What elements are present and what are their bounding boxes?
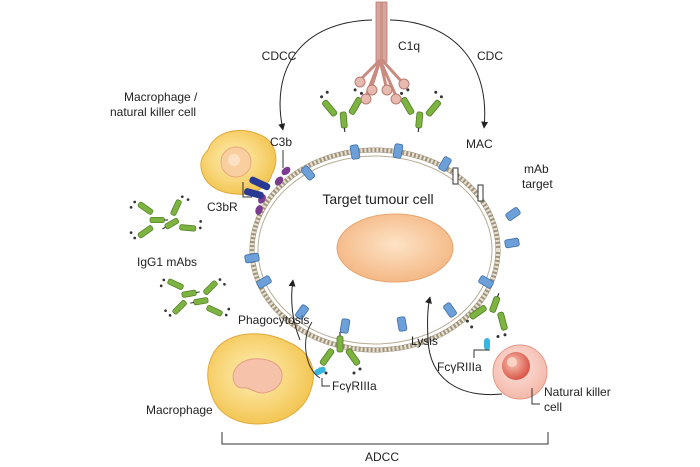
free-antibody bbox=[129, 200, 169, 240]
label-c3br: C3bR bbox=[207, 200, 238, 214]
label-nk-cell-2: cell bbox=[544, 400, 562, 414]
label-phagocytosis: Phagocytosis bbox=[238, 313, 309, 327]
antibody-bound bbox=[396, 87, 444, 135]
label-mac: MAC bbox=[466, 137, 493, 151]
label-fcyriiia-left: FcγRIIIa bbox=[332, 379, 377, 393]
label-nk-cell: Natural killer bbox=[544, 385, 611, 399]
label-adcc: ADCC bbox=[365, 450, 399, 464]
cdc-arrow bbox=[389, 19, 489, 129]
label-fcyriiia-right: FcγRIIIa bbox=[437, 360, 482, 374]
label-mab-target: mAb bbox=[524, 162, 549, 176]
label-cdcc: CDCC bbox=[262, 49, 297, 63]
fcr-left bbox=[314, 366, 326, 376]
fcyr-right-leader bbox=[473, 349, 490, 358]
mac-pore bbox=[452, 167, 484, 202]
tumour-nucleus bbox=[336, 213, 454, 283]
antigen-marker bbox=[504, 237, 520, 249]
label-c1q: C1q bbox=[398, 39, 420, 53]
fcyr-left-leader bbox=[321, 378, 330, 387]
fcr-right bbox=[484, 338, 490, 350]
label-mab-target-2: target bbox=[522, 177, 553, 191]
c3br-leader bbox=[242, 182, 252, 198]
adcc-bracket bbox=[221, 432, 549, 445]
label-c3b: C3b bbox=[270, 135, 292, 149]
label-cdc: CDC bbox=[477, 49, 503, 63]
cdcc-arrow bbox=[278, 19, 373, 131]
label-target-cell: Target tumour cell bbox=[322, 191, 433, 207]
cell-membrane-inner bbox=[257, 155, 493, 345]
free-antibody bbox=[186, 276, 232, 323]
free-antibody bbox=[158, 272, 204, 319]
cell-membrane-pattern bbox=[250, 148, 500, 352]
antigen-marker bbox=[504, 206, 522, 222]
nk-cell bbox=[492, 344, 548, 400]
label-igg1: IgG1 mAbs bbox=[137, 255, 197, 269]
phagocytosis-arrow bbox=[288, 279, 301, 341]
label-macrophage: Macrophage bbox=[146, 403, 213, 417]
c3b-molecules bbox=[255, 166, 291, 215]
label-macrophage-nk-2: natural killer cell bbox=[110, 105, 196, 119]
c3b-receptor bbox=[243, 176, 271, 199]
antibody-bound bbox=[319, 87, 367, 135]
macrophage-cell bbox=[207, 333, 314, 425]
phago-line bbox=[305, 321, 321, 379]
label-lysis: Lysis bbox=[411, 334, 438, 348]
nk-leader bbox=[531, 388, 540, 405]
lysis-arrow bbox=[425, 296, 503, 396]
label-macrophage-nk: Macrophage / bbox=[124, 90, 198, 104]
c1q-complex bbox=[354, 1, 410, 105]
